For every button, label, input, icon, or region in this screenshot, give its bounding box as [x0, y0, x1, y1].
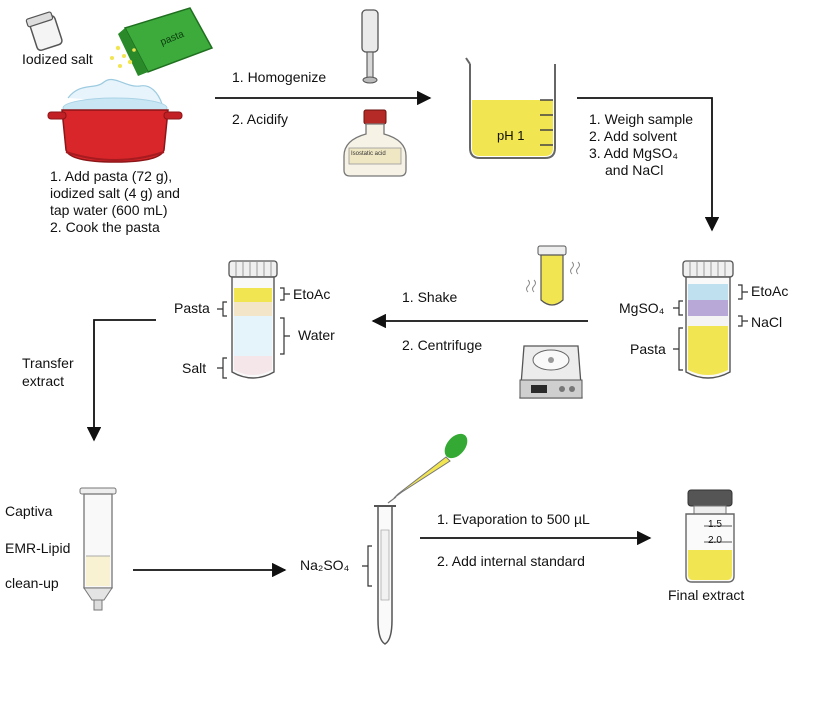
- evaporation-tube-icon: [374, 505, 396, 645]
- vial-mark-2-0: 2.0: [708, 535, 722, 546]
- cartridge-line-captiva: Captiva: [5, 503, 53, 519]
- beaker-ph-label: pH 1: [497, 128, 525, 143]
- tube-post-shake-icon: [228, 260, 278, 379]
- step1-line: 2. Cook the pasta: [50, 219, 160, 235]
- shaking-tube-icon: [526, 245, 580, 306]
- cooking-pot-icon: [47, 78, 183, 163]
- final-vial-icon: [685, 489, 735, 583]
- post-tube-etoac-label: EtoAc: [293, 286, 331, 302]
- step1-instructions: 1. Add pasta (72 g), iodized salt (4 g) …: [50, 168, 180, 236]
- transfer-line: Transfer: [22, 355, 74, 371]
- acidify-label: 2. Acidify: [232, 111, 289, 127]
- step3-line: 1. Weigh sample: [589, 111, 694, 127]
- arrow-transfer: [86, 319, 156, 442]
- post-tube-pasta-label: Pasta: [174, 300, 210, 316]
- transfer-label: Transfer extract: [22, 354, 74, 390]
- step1-line: tap water (600 mL): [50, 202, 168, 218]
- tube-post-shake-brackets: [217, 287, 290, 379]
- step3-line: and NaCl: [605, 162, 664, 178]
- tube-pre-shake-icon: [682, 260, 734, 379]
- acid-bottle-label: Isostatic acid: [351, 151, 386, 157]
- step3-line: 3. Add MgSO₄: [589, 145, 678, 161]
- evaporation-label: 1. Evaporation to 500 µL: [437, 511, 590, 527]
- pasta-pack-icon: [110, 7, 214, 76]
- cartridge-line-emr: EMR-Lipid: [5, 540, 71, 556]
- pre-tube-nacl-label: NaCl: [751, 314, 783, 330]
- acid-bottle-icon: [343, 109, 407, 177]
- captiva-cartridge-icon: [79, 487, 117, 611]
- cartridge-line-cleanup: clean-up: [5, 575, 59, 591]
- salt-shaker-icon: [25, 11, 63, 51]
- arrow-weigh-sample: [577, 97, 720, 232]
- pre-tube-etoac-label: EtoAc: [751, 283, 789, 299]
- post-tube-water-label: Water: [298, 327, 335, 343]
- shake-label: 1. Shake: [402, 289, 458, 305]
- beaker-icon: [465, 57, 556, 159]
- homogenize-label: 1. Homogenize: [232, 69, 327, 85]
- vial-mark-1-5: 1.5: [708, 519, 722, 530]
- final-extract-label: Final extract: [668, 587, 745, 603]
- transfer-line: extract: [22, 373, 65, 389]
- na2so4-bracket: [362, 545, 372, 587]
- pipette-icon: [387, 433, 468, 504]
- pre-tube-pasta-label: Pasta: [630, 341, 666, 357]
- post-tube-salt-label: Salt: [182, 360, 207, 376]
- homogenizer-icon: [361, 9, 379, 84]
- na2so4-label: Na₂SO₄: [300, 557, 350, 573]
- centrifuge-icon: [519, 345, 583, 399]
- step1-line: iodized salt (4 g) and: [50, 185, 180, 201]
- centrifuge-label: 2. Centrifuge: [402, 337, 483, 353]
- step1-line: 1. Add pasta (72 g),: [50, 168, 173, 184]
- pre-tube-mgso4-label: MgSO₄: [619, 300, 665, 316]
- step3-instructions: 1. Weigh sample 2. Add solvent 3. Add Mg…: [589, 111, 693, 179]
- internal-standard-label: 2. Add internal standard: [437, 553, 585, 569]
- iodized-salt-label: Iodized salt: [22, 51, 93, 67]
- tube-pre-shake-brackets: [673, 284, 748, 371]
- step3-line: 2. Add solvent: [589, 128, 677, 144]
